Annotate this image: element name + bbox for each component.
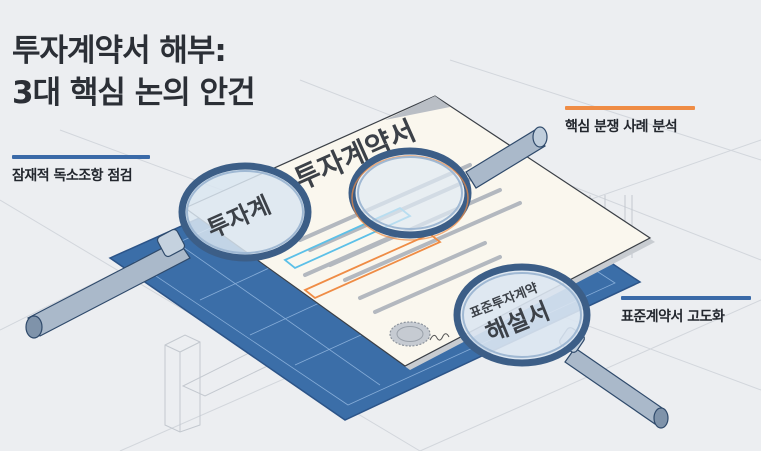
signature bbox=[429, 333, 450, 341]
callout-label: 핵심 분쟁 사례 분석 bbox=[565, 119, 678, 135]
callout-bar bbox=[565, 106, 695, 110]
callout-bar bbox=[12, 155, 150, 159]
callout-label: 잠재적 독소조항 점검 bbox=[12, 168, 133, 184]
title-line-1: 투자계약서 해부: bbox=[12, 33, 227, 69]
callout-standard-contract: 표준계약서 고도화 bbox=[621, 296, 751, 326]
magnifier-icon: 표준투자계약 해설서 bbox=[453, 263, 669, 429]
page-title: 투자계약서 해부: 3대 핵심 논의 안건 bbox=[12, 30, 256, 114]
callout-toxic-clauses: 잠재적 독소조항 점검 bbox=[12, 155, 150, 185]
callout-dispute-cases: 핵심 분쟁 사례 분석 bbox=[565, 106, 695, 136]
seal-icon bbox=[389, 321, 431, 347]
callout-bar bbox=[621, 296, 751, 300]
title-line-2: 3대 핵심 논의 안건 bbox=[12, 75, 256, 111]
magnifier-icon bbox=[348, 126, 548, 241]
magnifier-icon: 투자계 bbox=[25, 162, 312, 339]
callout-label: 표준계약서 고도화 bbox=[621, 309, 725, 325]
